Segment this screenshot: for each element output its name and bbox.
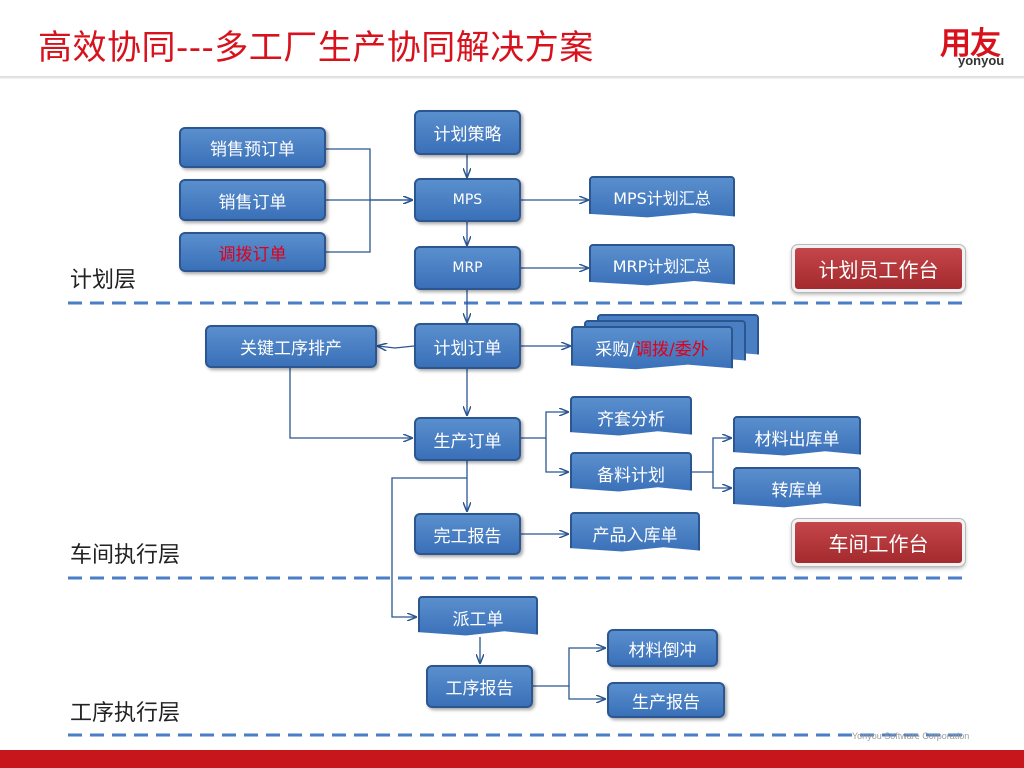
footer-bar	[0, 750, 1024, 768]
layer-label-plan: 计划层	[70, 268, 137, 293]
node-production-report: 生产报告	[607, 682, 725, 718]
node-presale-order: 销售预订单	[179, 127, 326, 168]
brand-logo: 用友	[940, 26, 1001, 62]
layer-label-process: 工序执行层	[70, 701, 181, 726]
layer-label-workshop: 车间执行层	[70, 543, 181, 568]
edge-process-to-report	[568, 686, 605, 699]
title-divider	[0, 76, 1024, 79]
edge-schedule-to-production	[289, 368, 412, 438]
node-material-backflush: 材料倒冲	[607, 629, 718, 667]
edge-production-to-dispatch	[391, 477, 467, 617]
edge-production-to-prep	[545, 438, 568, 472]
doc-transfer: 转库单	[733, 467, 861, 508]
doc-material-prep-plan: 备料计划	[570, 452, 692, 492]
node-process-report: 工序报告	[426, 665, 533, 708]
doc-kit-analysis: 齐套分析	[570, 396, 692, 436]
edge-transfer-to-mps	[326, 200, 371, 253]
planner-workbench-button[interactable]: 计划员工作台	[791, 244, 966, 293]
doc-dispatch-order: 派工单	[418, 596, 538, 636]
edge-prep-to-transfer	[712, 472, 731, 488]
edge-process-to-backflush	[533, 648, 605, 687]
node-completion-report: 完工报告	[414, 513, 521, 555]
node-sales-order: 销售订单	[179, 179, 326, 221]
node-key-process-schedule: 关键工序排产	[205, 325, 377, 368]
transfer-outsource-label: 调拨/委外	[635, 340, 709, 360]
purchase-label: 采购/	[595, 340, 635, 360]
edge-production-to-kit	[521, 412, 568, 439]
doc-purchase-transfer-outsource: 采购/调拨/委外	[571, 326, 733, 370]
node-plan-strategy: 计划策略	[414, 110, 521, 155]
doc-product-receipt: 产品入库单	[570, 512, 700, 552]
edge-presale-to-mps	[326, 148, 412, 200]
footer-company: Yonyou Software Corporation	[852, 731, 970, 741]
doc-mps-summary: MPS计划汇总	[589, 176, 735, 218]
doc-mrp-summary: MRP计划汇总	[589, 244, 735, 286]
edge-plan-order-to-schedule	[378, 346, 415, 348]
brand-logo-wordmark: yonyou	[958, 53, 1005, 68]
doc-material-issue: 材料出库单	[733, 416, 861, 456]
node-mps: MPS	[414, 178, 521, 222]
workshop-workbench-button[interactable]: 车间工作台	[791, 518, 966, 567]
node-transfer-order: 调拨订单	[179, 232, 326, 272]
page-title: 高效协同---多工厂生产协同解决方案	[38, 28, 594, 68]
node-plan-order: 计划订单	[414, 323, 521, 369]
edge-prep-to-issue	[692, 438, 731, 473]
node-production-order: 生产订单	[414, 417, 521, 461]
node-mrp: MRP	[414, 246, 521, 290]
